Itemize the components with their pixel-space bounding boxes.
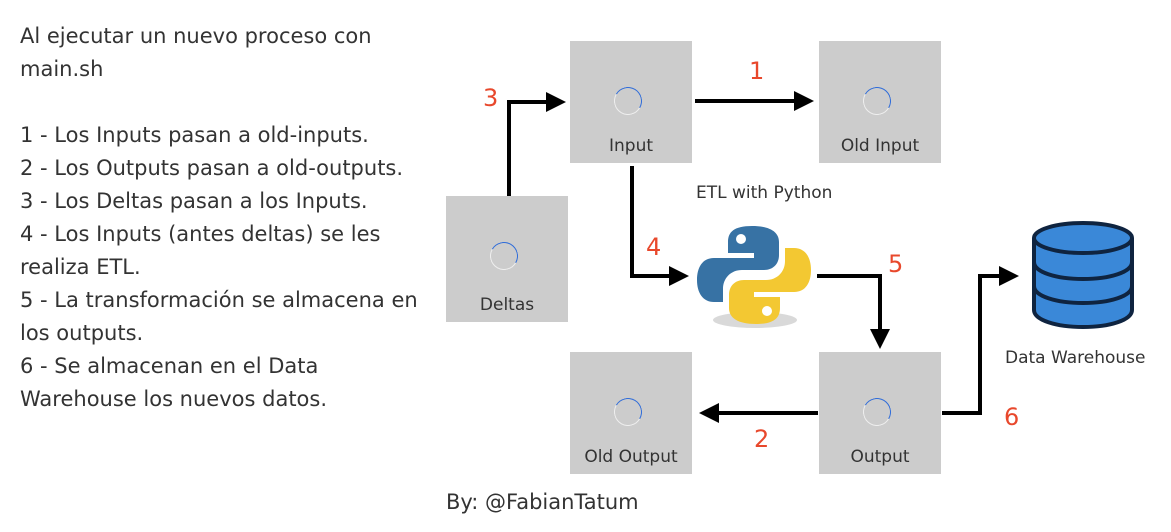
description-step-1: 1 - Los Inputs pasan a old-inputs. [20,123,369,147]
description-step-6: 6 - Se almacenan en el Data Warehouse lo… [20,354,328,411]
database-icon [1032,221,1134,330]
output-node: Output [819,352,941,474]
description-step-3: 3 - Los Deltas pasan a los Inputs. [20,189,368,213]
arrow-python-to-output [817,274,890,349]
old-output-node: Old Output [570,352,692,474]
loading-spinner-icon [610,394,646,430]
step-number-4: 4 [646,233,662,261]
arrow-input-to-python [630,166,689,286]
arrow-output-to-warehouse [942,266,1019,415]
loading-spinner-icon [859,83,895,119]
step-number-5: 5 [888,250,904,278]
deltas-node: Deltas [446,196,568,322]
description-step-2: 2 - Los Outputs pasan a old-outputs. [20,156,404,180]
input-label: Input [608,136,654,156]
etl-caption: ETL with Python [696,183,833,203]
arrow-deltas-to-input [507,92,566,196]
data-warehouse-label: Data Warehouse [1005,348,1146,368]
loading-spinner-icon [859,394,895,430]
output-label: Output [850,447,910,467]
description-intro: Al ejecutar un nuevo proceso con main.sh [20,24,372,81]
old-output-label: Old Output [584,447,678,467]
step-number-1: 1 [749,57,765,85]
author-credit: By: @FabianTatum [446,490,639,514]
step-number-6: 6 [1004,403,1020,431]
loading-spinner-icon [486,238,522,274]
description-step-5: 5 - La transformación se almacena en los… [20,288,418,345]
input-node: Input [570,41,692,163]
description-panel: Al ejecutar un nuevo proceso con main.sh… [20,20,440,416]
old-input-node: Old Input [819,41,941,163]
old-input-label: Old Input [840,136,920,156]
python-logo-icon [697,226,811,328]
step-number-3: 3 [483,84,499,112]
loading-spinner-icon [610,83,646,119]
step-number-2: 2 [754,425,770,453]
description-step-4: 4 - Los Inputs (antes deltas) se les rea… [20,222,381,279]
deltas-label: Deltas [479,295,535,315]
